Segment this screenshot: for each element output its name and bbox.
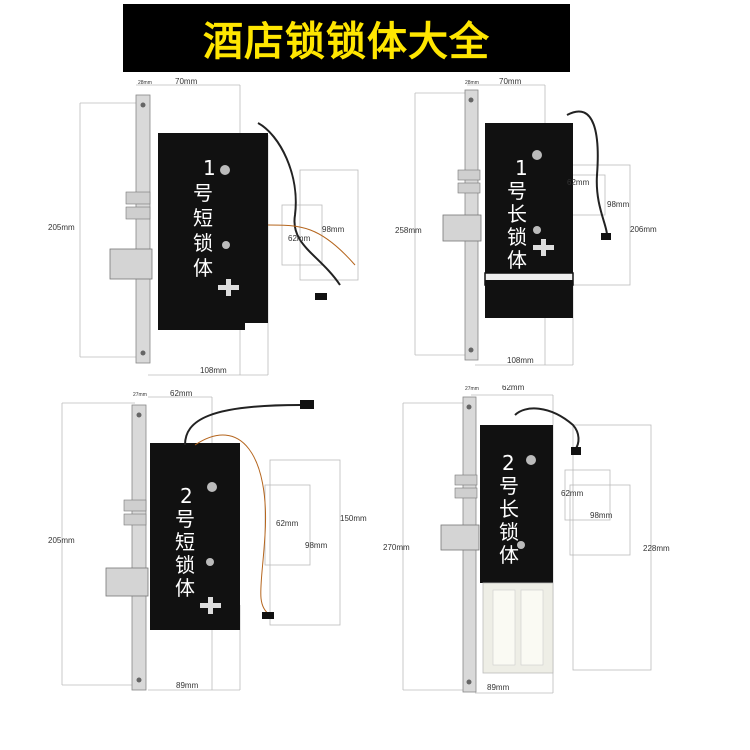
deadbolt <box>440 524 480 551</box>
dim-top: 70mm <box>175 77 198 86</box>
product-2-short-lock: 27mm 62mm 205mm 62mm 98mm 150mm 89mm 2 号… <box>0 385 375 705</box>
dim-top-small: 27mm <box>465 386 479 392</box>
svg-text:2: 2 <box>180 484 193 508</box>
deadbolt <box>442 214 482 242</box>
dim-inner-b: 98mm <box>305 541 328 550</box>
lock-body <box>158 133 268 330</box>
dim-inner-b: 98mm <box>590 511 613 520</box>
dim-right: 150mm <box>340 514 367 523</box>
dim-left: 205mm <box>48 536 75 545</box>
lock-body <box>480 425 553 583</box>
svg-text:锁: 锁 <box>193 231 213 255</box>
svg-text:1: 1 <box>515 156 528 180</box>
title-banner: 酒店锁锁体大全 <box>123 4 570 72</box>
latch <box>457 169 481 181</box>
svg-text:体: 体 <box>175 576 195 600</box>
banner-title: 酒店锁锁体大全 <box>203 19 490 65</box>
dim-inner-b: 98mm <box>607 200 630 209</box>
product-name-vertical: 1 号 长 锁 体 <box>507 156 528 272</box>
dim-right: 228mm <box>643 544 670 553</box>
dim-top-small: 27mm <box>133 392 147 398</box>
dim-bottom: 89mm <box>487 683 510 692</box>
svg-text:体: 体 <box>193 256 213 280</box>
dim-right: 206mm <box>630 225 657 234</box>
svg-text:号: 号 <box>499 474 519 498</box>
svg-text:体: 体 <box>507 248 527 272</box>
dim-inner-a: 62mm <box>561 489 584 498</box>
deadbolt <box>109 248 153 280</box>
dim-left: 258mm <box>395 226 422 235</box>
svg-text:号: 号 <box>175 507 195 531</box>
lock-body <box>150 443 240 630</box>
product-name-vertical: 2 号 短 锁 体 <box>175 484 195 600</box>
faceplate <box>135 94 151 364</box>
svg-text:长: 长 <box>499 497 519 521</box>
product-name-vertical: 2 号 长 锁 体 <box>499 451 519 567</box>
dim-top-small: 28mm <box>465 80 479 86</box>
latch <box>123 499 147 512</box>
svg-text:2: 2 <box>502 451 515 475</box>
product-1-short-lock: 28mm 70mm 205mm 62mm 98mm 108mm 1 号 短 锁 … <box>0 75 375 385</box>
dim-inner-b: 98mm <box>322 225 345 234</box>
dim-inner-a: 62mm <box>567 178 590 187</box>
product-1-long-lock: 28mm 70mm 258mm 62mm 98mm 206mm 108mm 1 … <box>375 75 750 385</box>
faceplate <box>131 404 147 691</box>
dim-left: 270mm <box>383 543 410 552</box>
dim-inner-a: 62mm <box>288 234 311 243</box>
dim-left: 205mm <box>48 223 75 232</box>
svg-text:短: 短 <box>175 530 195 554</box>
svg-text:号: 号 <box>193 181 213 205</box>
svg-text:长: 长 <box>507 202 527 226</box>
dim-top-small: 28mm <box>138 80 152 86</box>
latch <box>454 474 478 486</box>
svg-text:号: 号 <box>507 179 527 203</box>
dim-top: 62mm <box>170 389 193 398</box>
svg-text:锁: 锁 <box>175 553 195 577</box>
svg-text:锁: 锁 <box>507 225 527 249</box>
dim-top: 70mm <box>499 77 522 86</box>
deadbolt <box>105 567 149 597</box>
svg-text:1: 1 <box>203 156 216 180</box>
dim-top: 62mm <box>502 385 525 392</box>
svg-text:短: 短 <box>193 206 213 230</box>
product-name-vertical: 1 号 短 锁 体 <box>193 156 216 280</box>
dim-bottom: 89mm <box>176 681 199 690</box>
svg-text:锁: 锁 <box>499 520 519 544</box>
dim-inner-a: 62mm <box>276 519 299 528</box>
lock-body <box>485 123 573 273</box>
dim-bottom: 108mm <box>200 366 227 375</box>
svg-text:体: 体 <box>499 543 519 567</box>
product-2-long-lock: 27mm 62mm 270mm 62mm 98mm 228mm 89mm 2 号… <box>375 385 750 705</box>
latch <box>125 191 151 205</box>
dim-bottom: 108mm <box>507 356 534 365</box>
